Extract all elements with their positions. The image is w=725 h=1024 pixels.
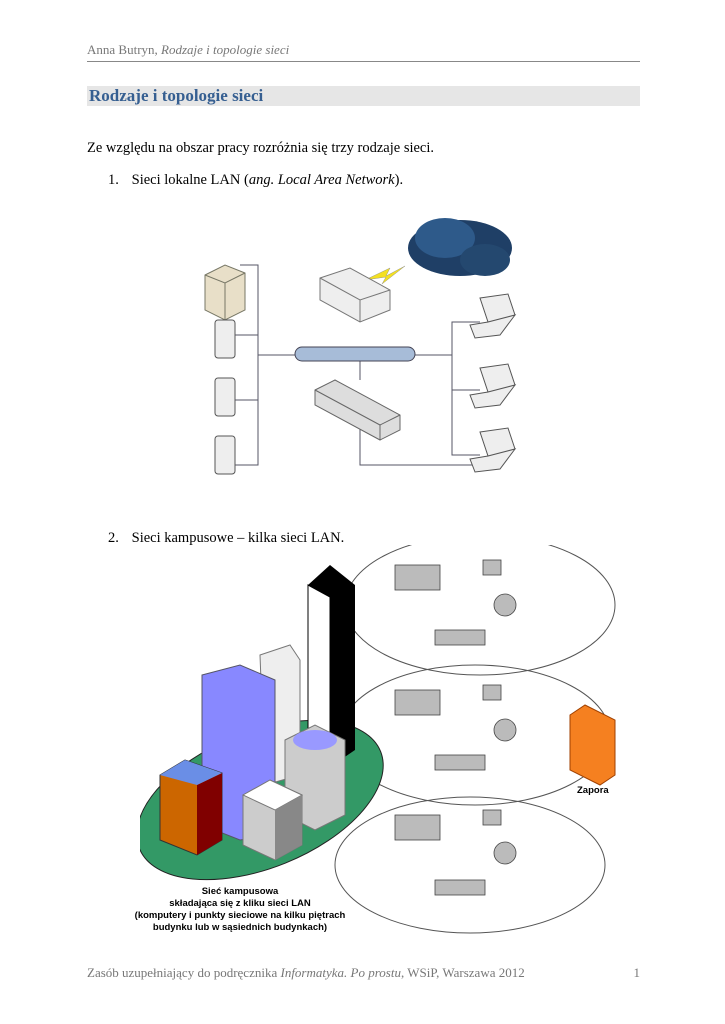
lan-area — [344, 545, 616, 676]
caption-line: Sieć kampusowa — [201, 886, 279, 897]
caption-line: budynku lub w sąsiednich budynkach) — [152, 922, 328, 933]
list-text-italic: ang. Local Area Network — [248, 172, 395, 188]
tower-icon — [307, 565, 355, 769]
page-number: 1 — [633, 965, 641, 980]
header-topic: Rodzaje i topologie sieci — [161, 42, 290, 57]
building-icon — [159, 759, 223, 856]
switch-icon — [314, 379, 401, 441]
laptop-icon — [469, 293, 517, 473]
header-author: Anna Butryn, — [87, 42, 162, 57]
building-icon — [241, 779, 304, 861]
printer-icon — [482, 559, 502, 826]
page-footer: Zasób uzupełniający do podręcznika Infor… — [87, 965, 640, 981]
computers-icon — [394, 564, 441, 841]
firewall-label: Zapora — [577, 785, 609, 796]
list-number: 2. — [108, 530, 119, 546]
cloud-icon — [408, 218, 512, 276]
caption-line: (komputery i punkty sieciowe na kilku pi… — [134, 910, 346, 921]
campus-diagram — [140, 545, 616, 934]
router-icon — [493, 593, 517, 865]
footer-text: , WSiP, Warszawa 2012 — [400, 965, 525, 980]
pda-icon — [214, 319, 236, 475]
lan-area — [334, 796, 606, 934]
lightning-icon — [364, 265, 406, 285]
list-item: 1. Sieci lokalne LAN (ang. Local Area Ne… — [108, 172, 403, 189]
list-item: 2. Sieci kampusowe – kilka sieci LAN. — [108, 530, 344, 547]
lan-diagram — [204, 218, 517, 475]
laptops-icon — [434, 629, 486, 896]
router-icon — [319, 267, 391, 323]
server-icon — [204, 264, 246, 321]
list-text: Sieci kampusowe – kilka sieci LAN. — [131, 530, 345, 546]
caption-line: składająca się z kliku sieci LAN — [169, 898, 311, 909]
footer-book-title: Informatyka. Po prostu — [280, 965, 401, 980]
firewall-icon — [569, 704, 616, 786]
list-text: ). — [394, 172, 404, 188]
page-header: Anna Butryn, Rodzaje i topologie sieci — [87, 42, 640, 62]
backbone-cable-icon — [294, 346, 416, 362]
footer-text: Zasób uzupełniający do podręcznika — [87, 965, 281, 980]
list-text: Sieci lokalne LAN ( — [131, 172, 249, 188]
list-number: 1. — [108, 172, 119, 188]
intro-paragraph: Ze względu na obszar pracy rozróżnia się… — [87, 140, 435, 156]
section-title: Rodzaje i topologie sieci — [87, 86, 640, 106]
campus-caption: Sieć kampusowa składająca się z kliku si… — [120, 886, 360, 934]
